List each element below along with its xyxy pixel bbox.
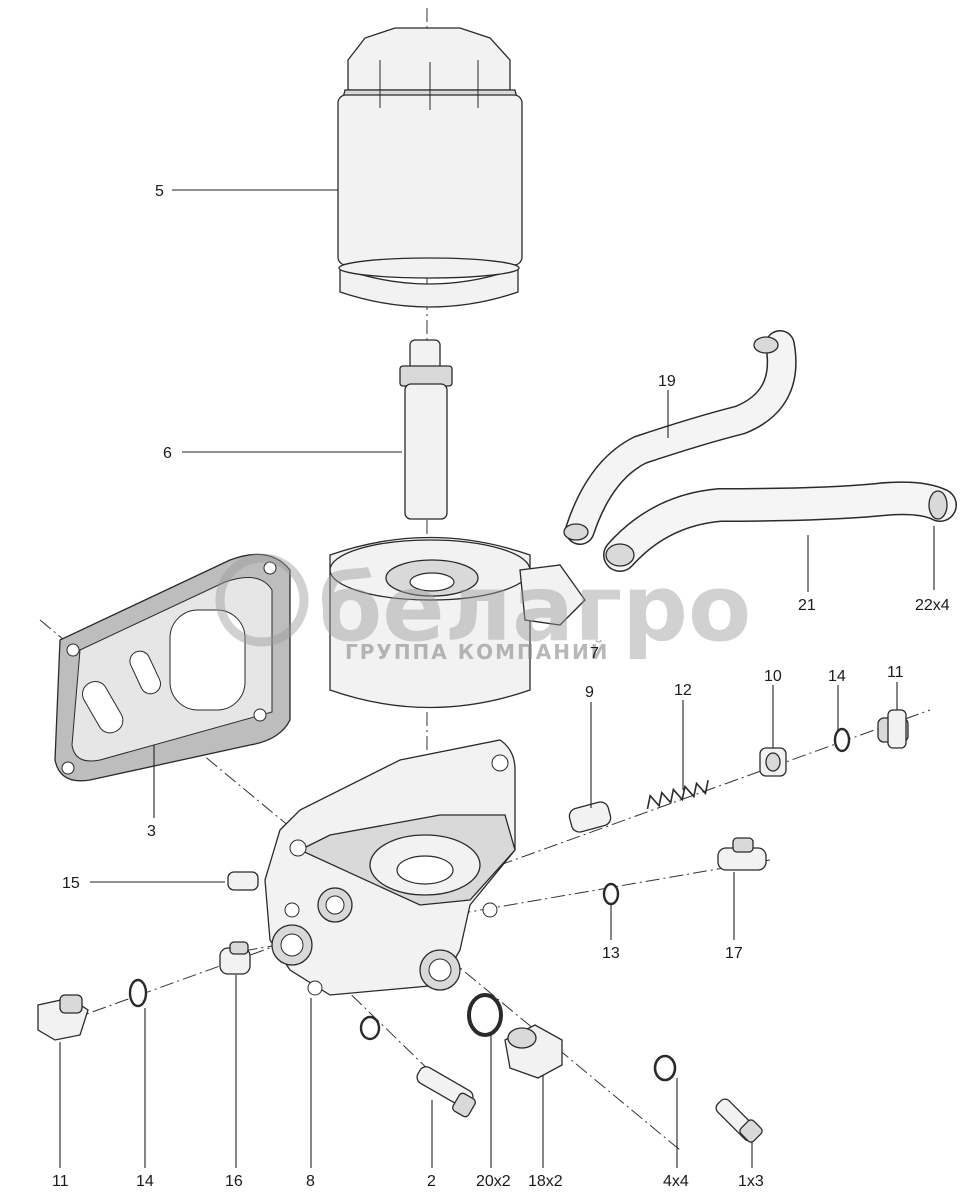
callout-17: 17	[725, 945, 743, 962]
gasket	[54, 553, 291, 782]
oil-cooler	[329, 536, 586, 709]
leader-lines	[59, 189, 935, 1168]
bolt-1	[715, 1098, 763, 1143]
bolt-2	[416, 1066, 476, 1118]
oil-filter-cartridge	[337, 27, 523, 308]
upper-hose	[563, 330, 797, 545]
washer-14-left	[128, 978, 148, 1008]
filter-housing	[264, 739, 516, 996]
callout-10: 10	[764, 668, 782, 685]
callout-11-left: 11	[52, 1173, 69, 1190]
watermark-brand: белагро	[318, 555, 751, 662]
callout-16: 16	[225, 1173, 243, 1190]
callout-9: 9	[585, 684, 594, 701]
callout-5: 5	[155, 183, 164, 200]
callout-20: 20x2	[476, 1173, 511, 1190]
plug-17	[717, 837, 767, 871]
plug-15	[227, 871, 259, 891]
watermark-tagline: ГРУППА КОМПАНИЙ	[345, 640, 609, 664]
callouts: 5 6 19 21 22x4 7 3 9 12 10 14 11 13 17 1…	[52, 183, 950, 1190]
valve-sleeve	[759, 747, 787, 777]
callout-2: 2	[427, 1173, 436, 1190]
callout-22: 22x4	[915, 597, 950, 614]
callout-8: 8	[306, 1173, 315, 1190]
callout-3: 3	[147, 823, 156, 840]
washer-small	[359, 1015, 381, 1041]
valve-plunger	[568, 801, 612, 833]
callout-18: 18x2	[528, 1173, 563, 1190]
callout-11-right: 11	[887, 664, 904, 681]
plug-11-right	[877, 709, 909, 749]
callout-14-right: 14	[828, 668, 846, 685]
callout-4: 4x4	[663, 1173, 689, 1190]
washer-20	[467, 993, 503, 1037]
lower-hose	[603, 481, 957, 572]
plug-16	[219, 941, 251, 975]
callout-7: 7	[590, 645, 599, 662]
washer-14-right	[833, 727, 851, 753]
callout-12: 12	[674, 682, 692, 699]
watermark-logo: белагро ГРУППА КОМПАНИЙ	[215, 553, 751, 664]
callout-15: 15	[62, 875, 80, 892]
washer-4	[653, 1054, 677, 1082]
callout-6: 6	[163, 445, 172, 462]
callout-21: 21	[798, 597, 816, 614]
center-fitting	[399, 339, 453, 520]
washer-13	[602, 882, 620, 906]
plug-11-left	[37, 994, 89, 1041]
spring	[646, 780, 709, 810]
callout-19: 19	[658, 373, 676, 390]
callout-1: 1x3	[738, 1173, 764, 1190]
callout-14-left: 14	[136, 1173, 154, 1190]
callout-13: 13	[602, 945, 620, 962]
plug-18	[504, 1024, 563, 1079]
